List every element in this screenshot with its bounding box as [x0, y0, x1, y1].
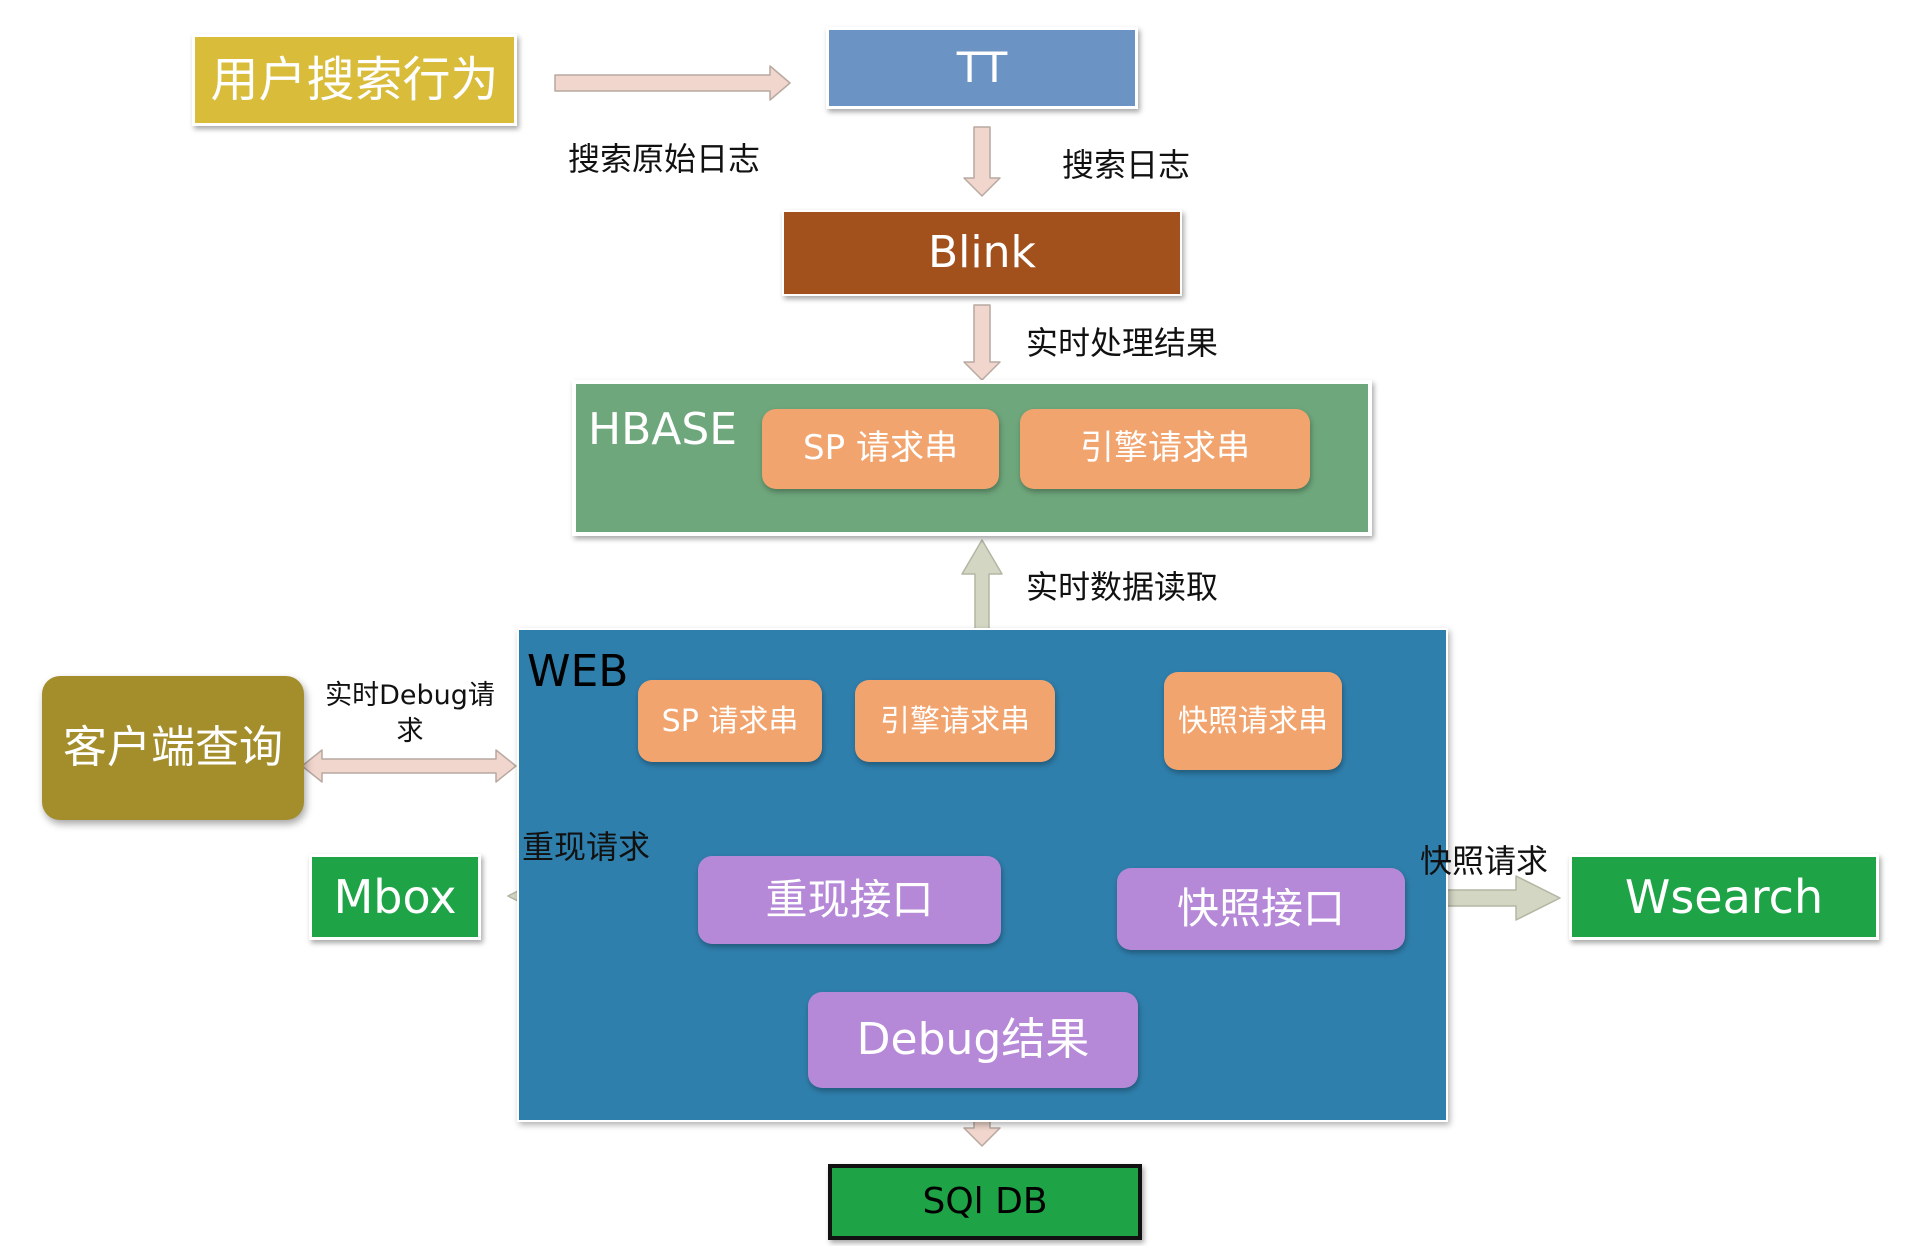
wsearch-node: Wsearch	[1569, 854, 1879, 940]
arrow-tt-to-blink	[963, 126, 1001, 197]
web-sp-request-string: SP 请求串	[638, 680, 822, 762]
tt-node: TT	[826, 27, 1138, 109]
snapshot-api-label: 快照接口	[1176, 883, 1345, 933]
tt-label: TT	[956, 42, 1008, 92]
wsearch-label: Wsearch	[1624, 869, 1824, 924]
user-search-label: 用户搜索行为	[210, 51, 499, 108]
debug-request-text: 实时Debug请求	[325, 680, 495, 748]
sql-db-node: SQl DB	[828, 1164, 1142, 1240]
edge-label-debug-request: 实时Debug请求	[316, 678, 504, 751]
edge-label-realtime-result: 实时处理结果	[1026, 324, 1219, 362]
web-snapshot-label: 快照请求串	[1178, 703, 1328, 739]
replay-api-node: 重现接口	[698, 856, 1001, 944]
hbase-container: HBASE SP 请求串 引擎请求串	[572, 380, 1372, 536]
edge-label-snapshot-request: 快照请求	[1420, 842, 1549, 880]
mbox-node: Mbox	[309, 854, 481, 940]
user-search-node: 用户搜索行为	[192, 34, 517, 126]
blink-node: Blink	[782, 210, 1182, 296]
web-snapshot-request-string: 快照请求串	[1164, 672, 1342, 770]
arrow-client-web	[301, 749, 517, 783]
sql-db-label: SQl DB	[922, 1181, 1048, 1223]
hbase-engine-request-string: 引擎请求串	[1020, 409, 1310, 489]
web-sp-label: SP 请求串	[661, 703, 799, 739]
hbase-sp-label: SP 请求串	[803, 428, 958, 469]
snapshot-api-node: 快照接口	[1117, 868, 1405, 950]
web-engine-request-string: 引擎请求串	[855, 680, 1055, 762]
edge-label-replay-request: 重现请求	[522, 828, 651, 866]
arrow-blink-to-hbase	[963, 304, 1001, 381]
blink-label: Blink	[927, 226, 1036, 278]
mbox-label: Mbox	[333, 869, 457, 924]
hbase-title: HBASE	[588, 404, 738, 455]
debug-result-node: Debug结果	[808, 992, 1138, 1088]
arrow-user-to-tt	[554, 65, 791, 101]
hbase-sp-request-string: SP 请求串	[762, 409, 999, 489]
arrow-web-to-hbase	[961, 539, 1003, 631]
web-engine-label: 引擎请求串	[880, 703, 1030, 739]
edge-label-realtime-read: 实时数据读取	[1026, 568, 1219, 606]
web-title: WEB	[527, 646, 629, 697]
edge-label-search-log: 搜索日志	[1062, 146, 1191, 184]
edge-label-raw-log: 搜索原始日志	[568, 140, 761, 178]
debug-result-label: Debug结果	[856, 1013, 1090, 1065]
client-query-label: 客户端查询	[63, 722, 283, 774]
client-query-node: 客户端查询	[42, 676, 304, 820]
hbase-engine-label: 引擎请求串	[1080, 428, 1250, 469]
replay-api-label: 重现接口	[765, 874, 934, 924]
